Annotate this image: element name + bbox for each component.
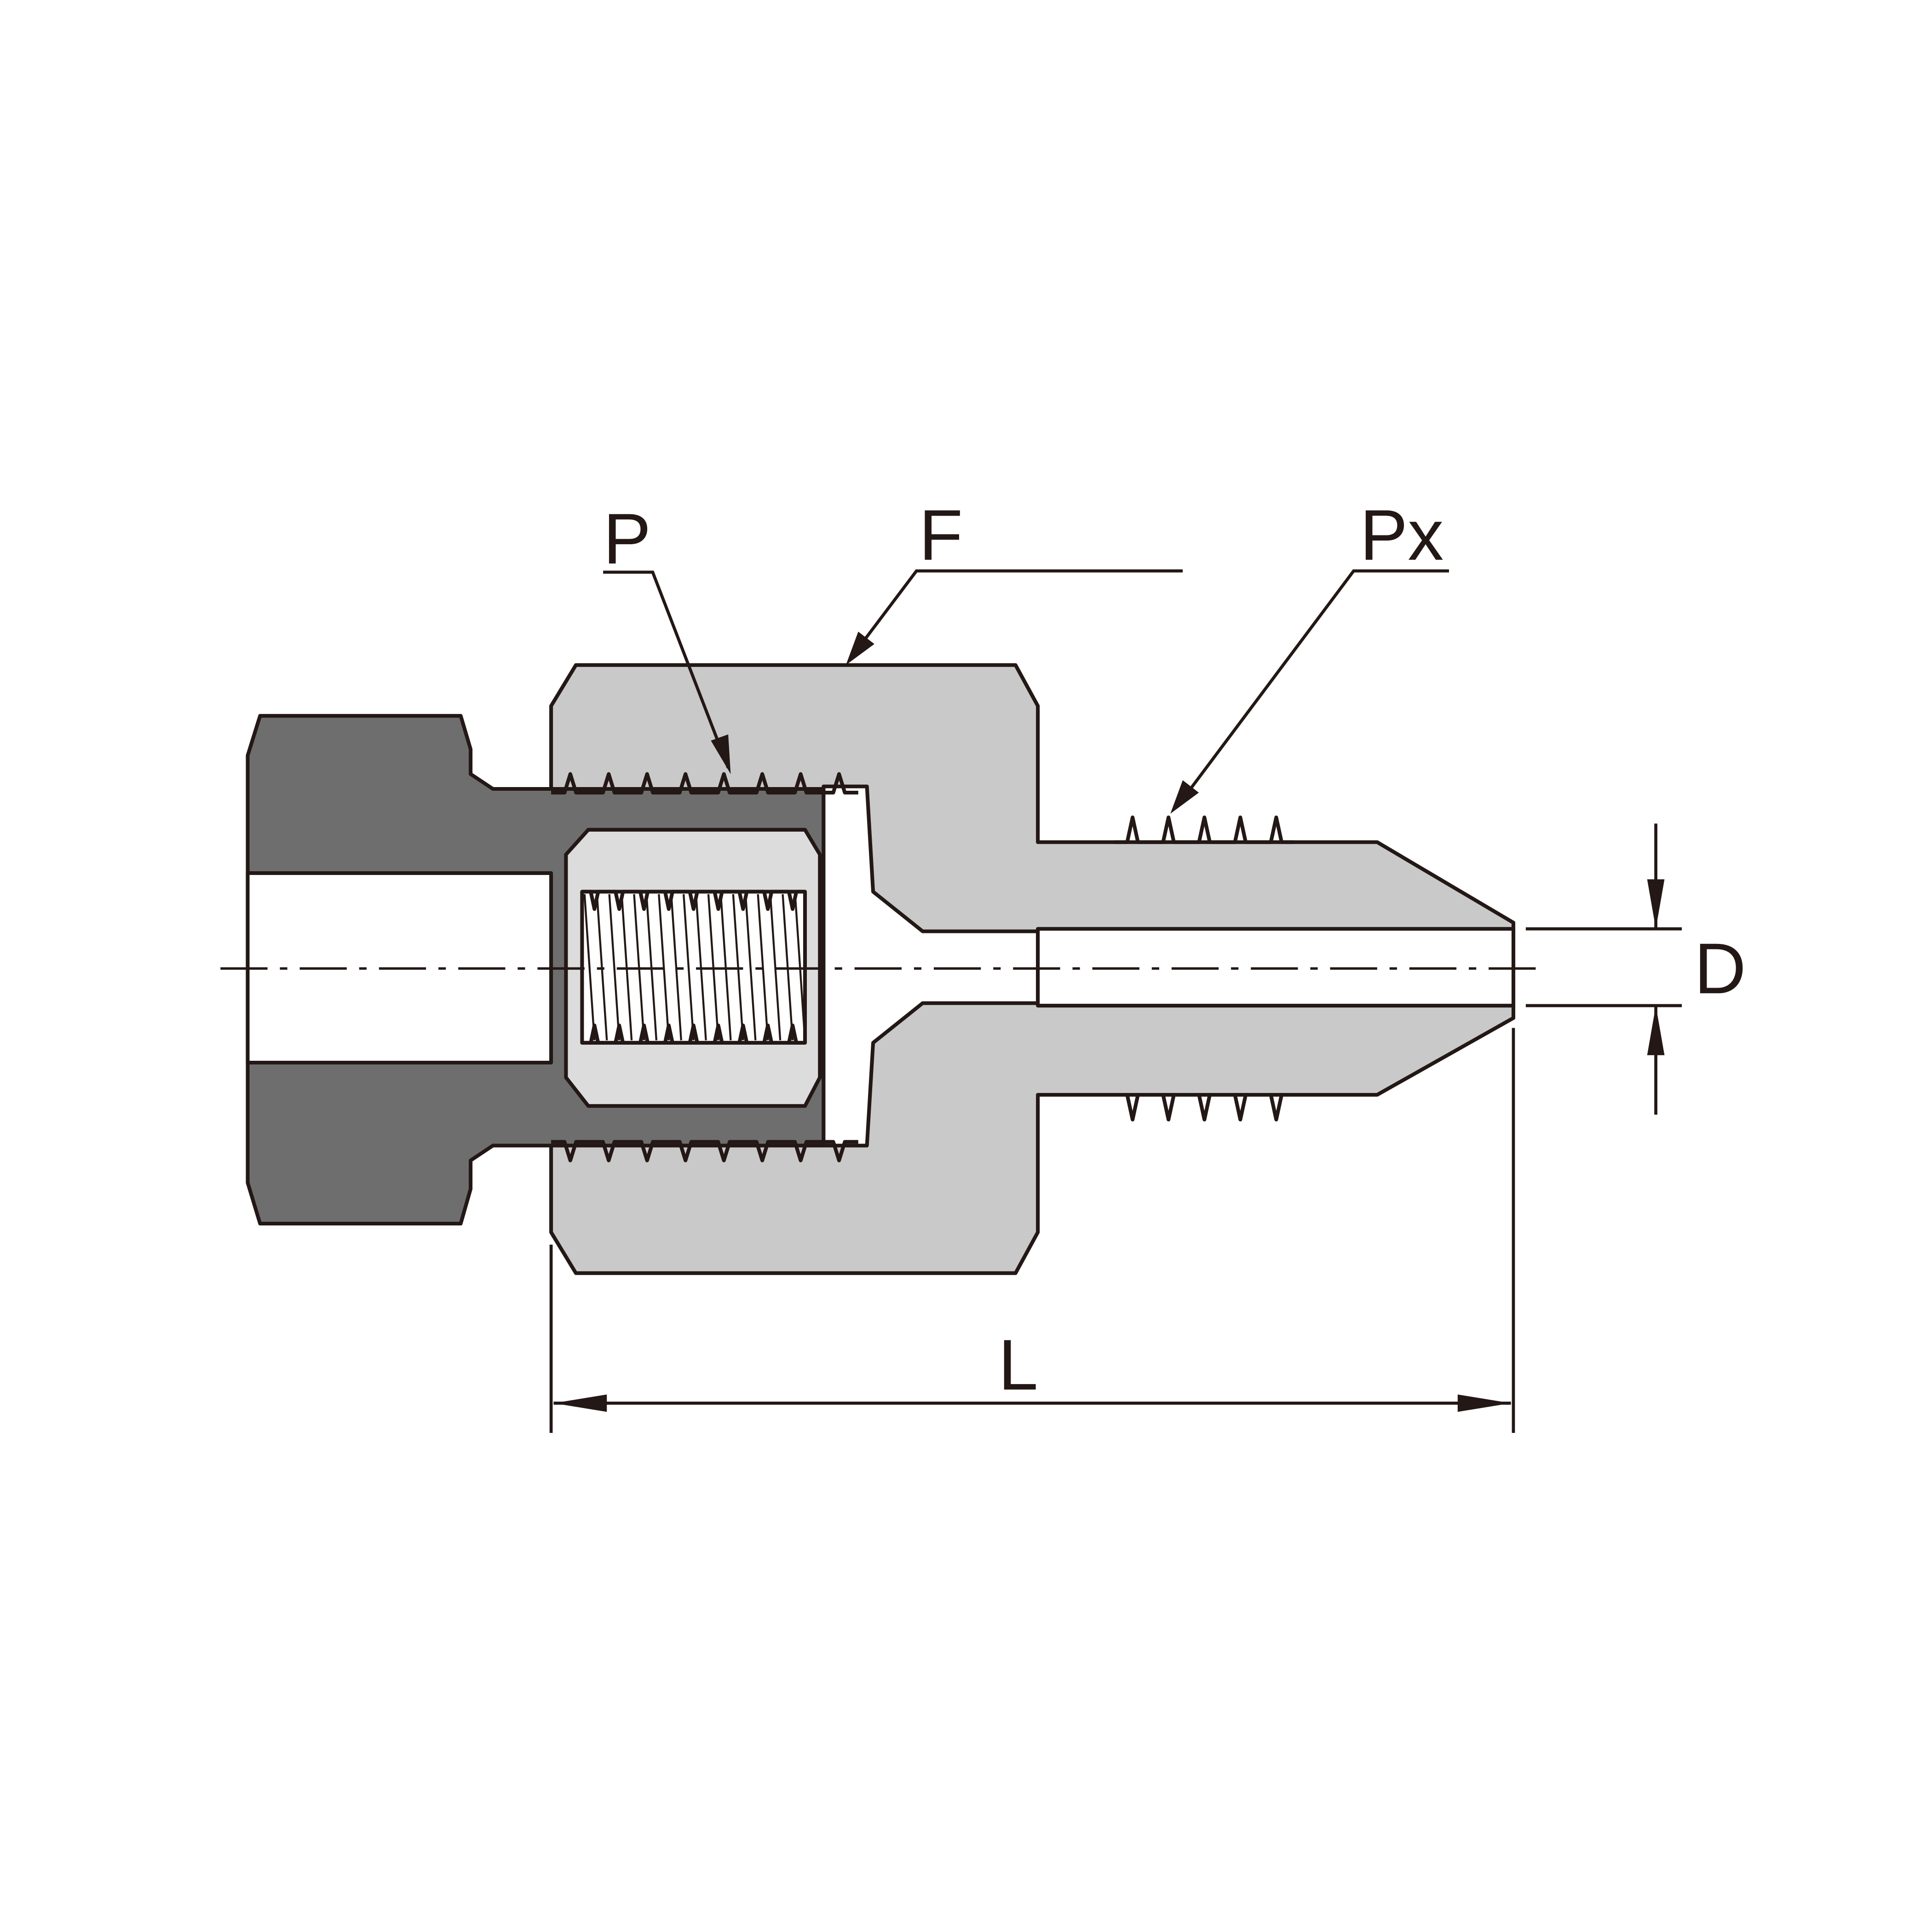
label-p: P bbox=[603, 499, 651, 579]
insert-thread-top bbox=[582, 890, 805, 911]
l-extension-lines bbox=[549, 1028, 1515, 1433]
thread-helix-line bbox=[744, 894, 757, 1041]
p-leader bbox=[603, 570, 730, 769]
nut-thread-top bbox=[551, 772, 858, 795]
p-arrowhead bbox=[711, 734, 731, 774]
thread-helix-line bbox=[583, 894, 596, 1041]
px-thread-bottom bbox=[1115, 1092, 1294, 1121]
l-arrowhead-right bbox=[1457, 1394, 1511, 1412]
insert-thread-bottom bbox=[582, 1024, 805, 1045]
px-leader bbox=[1175, 569, 1449, 809]
label-px: Px bbox=[1360, 495, 1443, 575]
d-arrowhead-top bbox=[1647, 879, 1665, 929]
thread-helix-line bbox=[608, 894, 621, 1041]
px-arrowhead bbox=[1170, 780, 1199, 814]
d-extension-lines bbox=[1525, 823, 1682, 1115]
thread-helix-line bbox=[683, 894, 695, 1041]
label-l: L bbox=[998, 1325, 1038, 1405]
f-leader bbox=[851, 569, 1183, 657]
f-arrowhead bbox=[845, 632, 874, 665]
px-thread-top bbox=[1115, 815, 1294, 844]
l-arrowhead-left bbox=[553, 1394, 607, 1412]
d-arrowhead-bottom bbox=[1647, 1006, 1665, 1055]
label-f: F bbox=[919, 495, 963, 575]
nut-thread-bottom bbox=[551, 1140, 858, 1162]
label-d: D bbox=[1694, 929, 1746, 1009]
